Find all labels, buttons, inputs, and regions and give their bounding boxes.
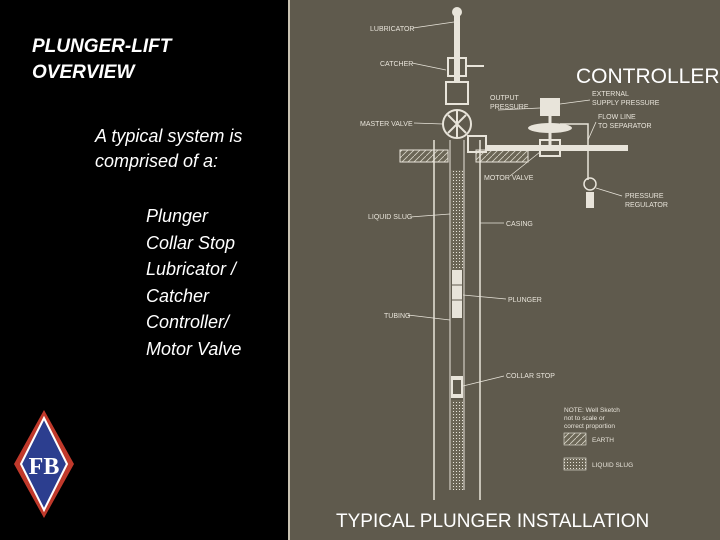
diagram-caption: TYPICAL PLUNGER INSTALLATION bbox=[336, 511, 649, 532]
note-line-1: NOTE: Well Sketch bbox=[564, 407, 620, 414]
tee-connection bbox=[467, 135, 487, 153]
leader-lines bbox=[407, 21, 623, 387]
well-tubing bbox=[449, 140, 465, 490]
controller-box bbox=[540, 98, 560, 116]
pressure-regulator bbox=[583, 177, 597, 191]
label-liquid-slug: LIQUID SLUG bbox=[368, 214, 412, 221]
earth-surface-left bbox=[399, 149, 449, 163]
component-item: Collar Stop bbox=[146, 232, 236, 253]
intro-text: A typical system is comprised of a: bbox=[95, 124, 285, 174]
note-line-2: not to scale or bbox=[564, 415, 606, 422]
component-item: Plunger bbox=[146, 206, 209, 226]
well-casing bbox=[433, 140, 481, 500]
earth-swatch bbox=[563, 432, 587, 446]
component-item: Motor Valve bbox=[146, 338, 242, 359]
motor-valve-body bbox=[539, 139, 561, 157]
master-valve-spokes bbox=[447, 110, 467, 138]
logo-inner-diamond bbox=[19, 415, 69, 513]
liquid-slug-swatch bbox=[563, 457, 587, 471]
label-lubricator: LUBRICATOR bbox=[370, 26, 414, 33]
company-logo: FB bbox=[14, 410, 74, 518]
label-master-valve: MASTER VALVE bbox=[360, 121, 413, 128]
regulator-body bbox=[586, 192, 594, 208]
label-catcher: CATCHER bbox=[380, 61, 413, 68]
diagram-note: NOTE: Well Sketch not to scale or correc… bbox=[563, 407, 633, 471]
plunger bbox=[452, 270, 462, 318]
logo-letters: FB bbox=[29, 454, 60, 480]
label-motor-valve: MOTOR VALVE bbox=[484, 175, 534, 182]
component-list: Plunger Collar Stop Lubricator / Catcher… bbox=[146, 203, 286, 362]
label-tubing: TUBING bbox=[384, 313, 410, 320]
collar-stop-spring bbox=[453, 380, 461, 394]
note-line-3: correct proportion bbox=[564, 423, 615, 430]
label-external-supply: EXTERNAL SUPPLY PRESSURE bbox=[592, 91, 660, 107]
intro-line-2: comprised of a: bbox=[95, 151, 219, 171]
lubricator-cap bbox=[452, 7, 462, 17]
liquid-slug-bottom bbox=[451, 400, 463, 490]
slide-title: PLUNGER-LIFT OVERVIEW bbox=[32, 34, 282, 86]
upper-valve bbox=[445, 81, 469, 105]
component-item: Controller/ bbox=[146, 312, 230, 332]
component-item: Catcher bbox=[146, 285, 210, 306]
component-item: Lubricator / bbox=[146, 259, 237, 279]
label-pressure-regulator: PRESSURE REGULATOR bbox=[625, 193, 668, 209]
label-output-pressure: OUTPUT PRESSURE bbox=[490, 95, 529, 111]
note-earth: EARTH bbox=[592, 437, 614, 444]
diagram-heading: CONTROLLER bbox=[576, 65, 720, 88]
label-casing: CASING bbox=[506, 221, 533, 228]
lubricator bbox=[454, 12, 460, 82]
label-plunger: PLUNGER bbox=[508, 297, 542, 304]
note-liquid-slug: LIQUID SLUG bbox=[592, 462, 633, 469]
label-collar-stop: COLLAR STOP bbox=[506, 373, 555, 380]
motor-valve-diaphragm bbox=[528, 123, 572, 133]
title-line-1: PLUNGER-LIFT bbox=[32, 36, 172, 57]
plunger-installation-diagram: LUBRICATOR CATCHER MASTER VALVE OUTPUT P… bbox=[288, 0, 720, 540]
label-flow-line: FLOW LINE TO SEPARATOR bbox=[598, 114, 652, 130]
title-line-2: OVERVIEW bbox=[32, 62, 135, 83]
diagram-panel bbox=[288, 0, 720, 540]
intro-line-1: A typical system is bbox=[95, 126, 243, 146]
liquid-slug-column bbox=[451, 170, 463, 270]
